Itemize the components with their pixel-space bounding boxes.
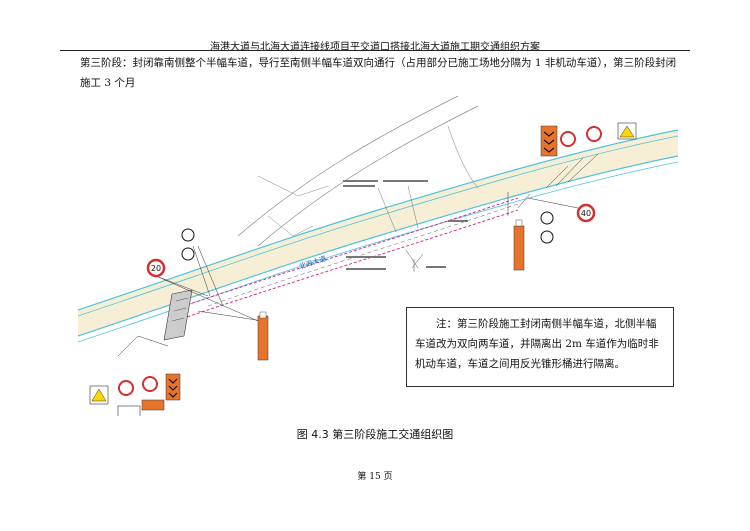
side-roads (237, 95, 479, 247)
speed-limit-sign-left-bottom-2 (142, 376, 158, 392)
speed-limit-sign-right-2 (586, 126, 602, 142)
bicycle-lane-sign-left (181, 247, 195, 261)
arrow-board-right (513, 225, 525, 271)
left-sign-cluster: 20 (89, 228, 269, 419)
stage-description: 第三阶段：封闭靠南侧整个半幅车道，导行至南侧半幅车道双向通行（占用部分已施工场地… (80, 57, 677, 89)
no-pedestrian-sign-left (181, 228, 195, 242)
page-number: 第 15 页 (357, 472, 393, 482)
figure-caption: 图 4.3 第三阶段施工交通组织图 (296, 428, 454, 441)
leader-lines (155, 153, 599, 322)
speed-limit-sign-left-bottom-1 (118, 380, 134, 396)
no-pedestrian-sign-right (540, 211, 554, 225)
chevron-board-left (165, 373, 181, 401)
bicycle-lane-sign-right (540, 230, 554, 244)
page-header: 海港大道与北海大道连接线项目平交道口搭接北海大道施工期交通组织方案 (210, 42, 540, 53)
left-barrier (117, 289, 193, 357)
right-sign-cluster: 40 (513, 122, 637, 271)
detour-sign-left (117, 405, 141, 419)
speed-limit-sign-left (146, 258, 166, 278)
speed-limit-sign-right-1 (560, 131, 576, 147)
header-rule (60, 50, 690, 51)
speed-limit-sign-right (576, 203, 596, 223)
annotation-labels (343, 180, 468, 272)
speed-limit-value-right: 40 (581, 209, 591, 218)
construction-notice-left (141, 399, 165, 411)
speed-limit-value-left: 20 (151, 264, 161, 273)
figure-note: 注：第三阶段施工封闭南侧半幅车道，北侧半幅车道改为双向两车道，并隔离出 2m 车… (406, 307, 674, 387)
traffic-diagram-svg: 北海大道 (77, 95, 679, 419)
traffic-diagram: 北海大道 (77, 95, 679, 419)
arrow-board-left (257, 315, 269, 361)
